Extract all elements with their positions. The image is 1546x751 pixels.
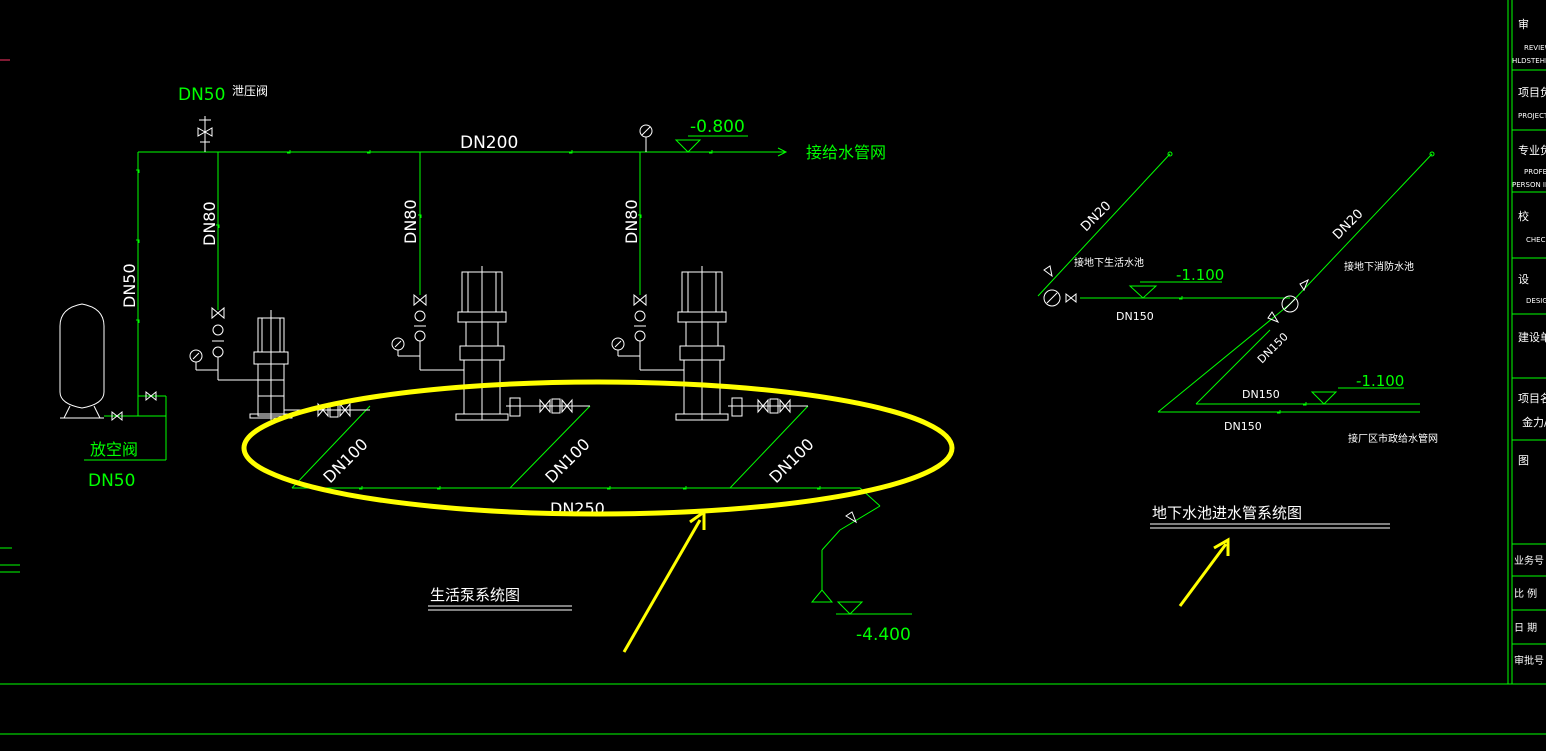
- highlight-annotations: [241, 379, 1230, 653]
- suction-elevation: -4.400: [856, 625, 911, 645]
- vertical-dn50-label: DN50: [120, 263, 139, 308]
- lower-pipe-b: DN150: [1224, 420, 1262, 433]
- left-title-underline: [428, 605, 572, 611]
- svg-text:PERSON IN: PERSON IN: [1512, 181, 1546, 189]
- discharge-header-pipe: [136, 135, 788, 400]
- title-block: [1511, 0, 1546, 684]
- pressure-gauge-icon: [639, 124, 653, 152]
- pressure-tank-icon: [59, 303, 105, 419]
- svg-text:PROFE: PROFE: [1524, 168, 1546, 176]
- main-elevation: -0.800: [690, 117, 745, 137]
- highlight-ellipse: [241, 379, 955, 517]
- riser-a-pipe: DN150: [1116, 310, 1154, 323]
- svg-text:PROJECT: PROJECT: [1518, 112, 1546, 120]
- right-title-underline: [1150, 523, 1390, 529]
- svg-text:DESIGN: DESIGN: [1526, 297, 1546, 305]
- to-municipal-label: 接厂区市政给水管网: [1348, 432, 1438, 445]
- svg-text:金力/: 金力/: [1522, 415, 1546, 429]
- diagonal-size: DN150: [1255, 330, 1291, 366]
- svg-text:项目负: 项目负: [1518, 85, 1546, 99]
- pump-large-1-icon: [455, 266, 509, 421]
- riser-b-size: DN20: [1330, 207, 1366, 243]
- svg-text:图: 图: [1518, 454, 1529, 467]
- suction-branch-1: DN100: [319, 435, 371, 487]
- riser-b-label: 接地下消防水池: [1344, 260, 1414, 273]
- branch-size-3: DN80: [622, 199, 641, 244]
- svg-text:日 期: 日 期: [1514, 622, 1537, 634]
- relief-valve-size: DN50: [178, 85, 225, 105]
- riser-a-elevation: -1.100: [1176, 266, 1224, 284]
- pump-large-2-icon: [675, 266, 729, 421]
- riser-a-size: DN20: [1078, 199, 1114, 235]
- svg-text:项目名: 项目名: [1518, 391, 1546, 405]
- right-system-title: 地下水池进水管系统图: [1152, 504, 1302, 522]
- to-network-label: 接给水管网: [806, 143, 886, 162]
- suction-pipes: [291, 405, 912, 615]
- title-block-text: 审 REVIEW HLDSTEHLDI 项目负 PROJECT 专业负 PROF…: [1512, 17, 1546, 667]
- highlight-arrow-left-head: [689, 509, 706, 530]
- svg-text:REVIEW: REVIEW: [1524, 44, 1546, 52]
- highlight-arrow-right: [1178, 543, 1228, 607]
- highlight-arrow-right-head: [1213, 537, 1230, 556]
- lower-elevation: -1.100: [1356, 372, 1404, 390]
- relief-valve-label: 泄压阀: [232, 84, 268, 98]
- svg-text:HLDSTEHLDI: HLDSTEHLDI: [1512, 57, 1546, 65]
- vent-size-label: DN50: [88, 471, 135, 491]
- lower-pipe-a: DN150: [1242, 388, 1280, 401]
- branch-labels: DN80 DN80 DN80: [200, 199, 641, 246]
- branch-size-2: DN80: [401, 199, 420, 244]
- svg-text:CHECK: CHECK: [1526, 236, 1546, 244]
- highlight-arrow-left: [622, 519, 702, 653]
- suction-labels: DN100 DN100 DN100 DN250 -4.400: [319, 435, 910, 645]
- svg-text:业务号: 业务号: [1514, 554, 1544, 567]
- vent-pipe: [84, 395, 167, 461]
- drawing-frame: [0, 0, 1546, 735]
- riser-a-label: 接地下生活水池: [1074, 256, 1144, 269]
- discharge-labels: DN50 泄压阀 DN200 -0.800 接给水管网 DN50: [120, 84, 886, 308]
- branch-size-1: DN80: [200, 201, 219, 246]
- main-pipe-size: DN200: [460, 133, 518, 153]
- left-system-title: 生活泵系统图: [430, 586, 520, 604]
- svg-text:设: 设: [1518, 273, 1529, 286]
- vent-valve-label: 放空阀: [90, 440, 138, 459]
- pressure-relief-valve-icon: [197, 116, 213, 152]
- svg-text:建设单: 建设单: [1518, 330, 1546, 344]
- svg-text:专业负: 专业负: [1518, 143, 1546, 157]
- branch-pipes: [216, 152, 642, 310]
- branch-valve-stacks: [189, 293, 684, 381]
- svg-text:比 例: 比 例: [1514, 587, 1537, 600]
- svg-text:审批号: 审批号: [1514, 654, 1544, 667]
- right-system-fittings: [1043, 265, 1309, 324]
- suction-branch-2: DN100: [541, 435, 593, 487]
- svg-text:校: 校: [1518, 209, 1529, 223]
- tb-review-cn: 审: [1518, 17, 1529, 31]
- pump-small-icon: [249, 310, 293, 420]
- right-system-labels: DN20 接地下生活水池 -1.100 DN150 DN20 接地下消防水池 D…: [1074, 199, 1438, 445]
- right-system-pipes: [1037, 151, 1435, 414]
- vent-valve-icons: [111, 390, 157, 422]
